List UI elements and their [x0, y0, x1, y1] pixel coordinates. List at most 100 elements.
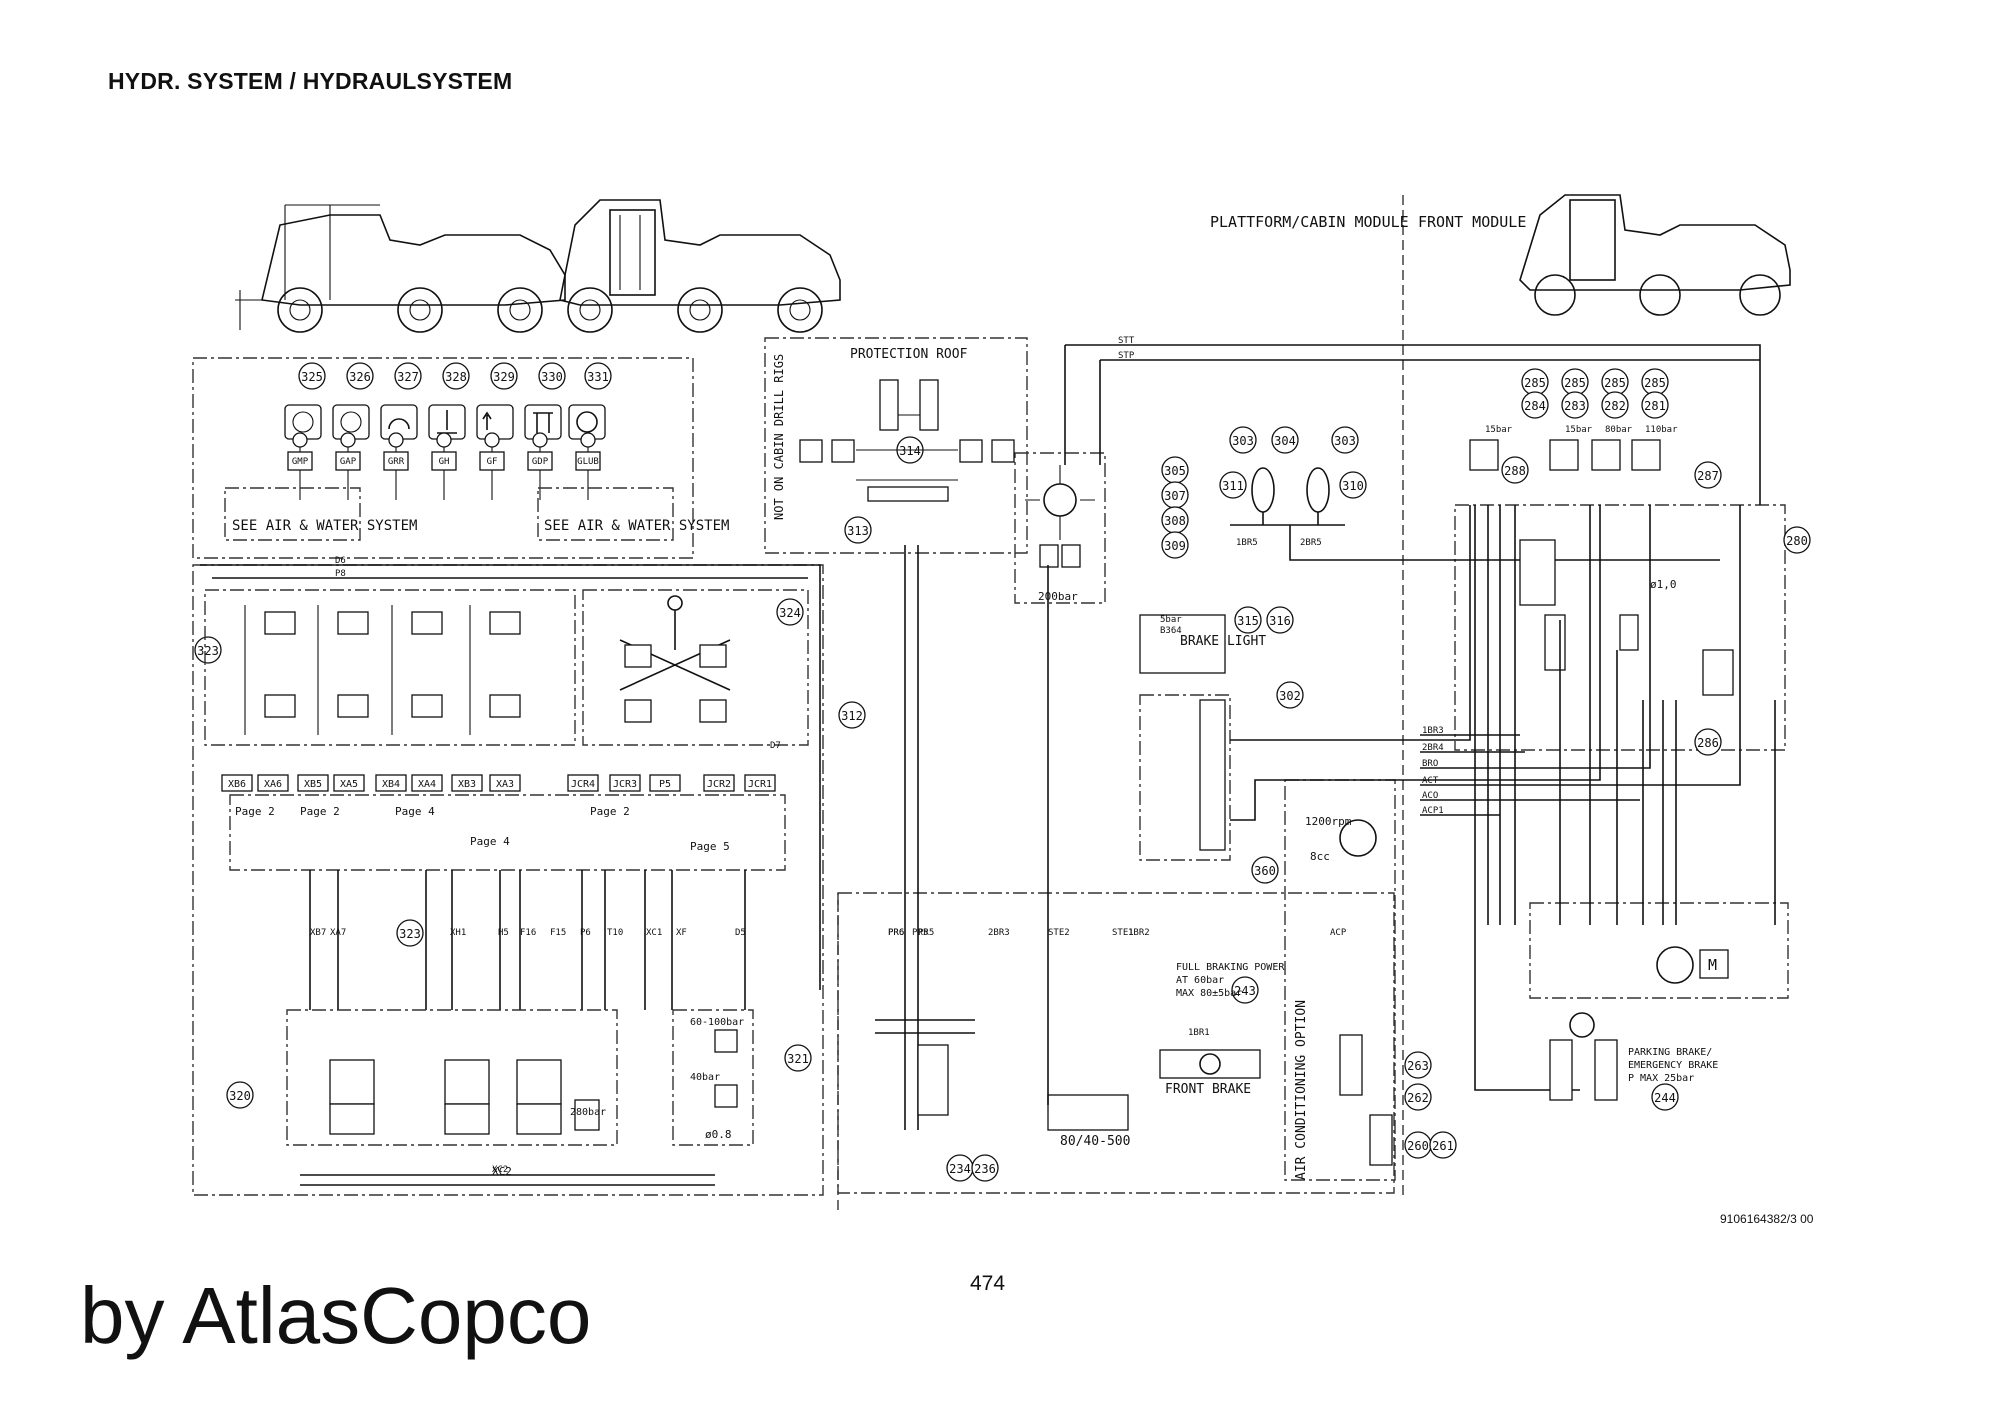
pump-360	[1339, 819, 1377, 857]
parking-brake-1: PARKING BRAKE/	[1628, 1047, 1712, 1058]
callout-text: 303	[1334, 434, 1356, 448]
callout-303: 303	[1229, 426, 1257, 454]
line-label-xf: XF	[676, 928, 687, 938]
callout-312: 312	[838, 701, 866, 729]
port-xa3: XA3	[489, 774, 521, 792]
port-label: JCR1	[748, 779, 772, 790]
callout-text: 312	[841, 709, 863, 723]
callout-text: 243	[1234, 984, 1256, 998]
cc-label: 8cc	[1310, 850, 1330, 863]
front-bus-lines	[1474, 505, 1776, 1091]
port-label: XA5	[340, 779, 358, 790]
callout-329: 329	[490, 362, 518, 390]
protection-roof-label: PROTECTION ROOF	[850, 347, 968, 362]
line-label-1br1: 1BR1	[1188, 1028, 1210, 1038]
pilot-valves	[244, 605, 521, 735]
port-label: JCR3	[613, 779, 637, 790]
callout-text: 285	[1564, 376, 1586, 390]
port-xa6: XA6	[257, 774, 289, 792]
callout-text: 324	[779, 606, 801, 620]
line-label-1br5: 1BR5	[1236, 538, 1258, 548]
port-p5: P5	[649, 774, 681, 792]
callout-313: 313	[844, 516, 872, 544]
port-jcr1: JCR1	[744, 774, 776, 792]
callout-321: 321	[784, 1044, 812, 1072]
line-label-aco: ACO	[1422, 791, 1438, 801]
full-braking-3: MAX 80±5bar	[1176, 988, 1242, 999]
air-conditioning-label: AIR CONDITIONING OPTION	[1294, 1000, 1309, 1180]
callout-text: 285	[1524, 376, 1546, 390]
port-glub: GLUB	[575, 432, 601, 500]
brake-valve-302-frame	[1139, 694, 1231, 861]
port-gmp: GMP	[287, 432, 313, 500]
port-label: XB4	[382, 779, 400, 790]
port-label: GAP	[340, 457, 357, 467]
callout-text: 325	[301, 370, 323, 384]
callout-text: 323	[197, 644, 219, 658]
callout-283: 283	[1561, 391, 1589, 419]
callout-text: 316	[1269, 614, 1291, 628]
line-label-bro: BRO	[1422, 759, 1438, 769]
callout-text: 323	[399, 927, 421, 941]
page-number: 474	[970, 1272, 1006, 1295]
callout-285: 285	[1561, 368, 1589, 396]
line-label-1br3: 1BR3	[1422, 726, 1444, 736]
port-label: XA3	[496, 779, 514, 790]
line-label-xc2: XC2	[492, 1165, 508, 1175]
callout-text: 287	[1697, 469, 1719, 483]
page-ref: Page 4	[395, 805, 435, 818]
vehicle-cabin-drawing	[559, 199, 841, 333]
callout-285: 285	[1521, 368, 1549, 396]
page-ref: Page 2	[235, 805, 275, 818]
callout-text: 262	[1407, 1091, 1429, 1105]
page-ref: Page 2	[300, 805, 340, 818]
pressure-switches	[1469, 439, 1661, 471]
air-water-box-2	[537, 487, 674, 541]
callout-262: 262	[1404, 1083, 1432, 1111]
callout-text: 283	[1564, 399, 1586, 413]
line-label-xh1: XH1	[450, 928, 466, 938]
line-label-p8: P8	[335, 569, 346, 579]
port-gf: GF	[479, 432, 505, 500]
callout-text: 284	[1524, 399, 1546, 413]
bar-280: 280bar	[570, 1107, 606, 1118]
line-pr5-pr6	[904, 545, 919, 1130]
callout-text: 308	[1164, 514, 1186, 528]
callout-281: 281	[1641, 391, 1669, 419]
callout-text: 244	[1654, 1091, 1676, 1105]
vehicle-open-drawing	[235, 204, 566, 333]
line-label-t10: T10	[607, 928, 623, 938]
callout-282: 282	[1601, 391, 1629, 419]
line-label-h5: H5	[498, 928, 509, 938]
port-label: GMP	[292, 457, 309, 467]
callout-316: 316	[1266, 606, 1294, 634]
full-braking-2: AT 60bar	[1176, 975, 1224, 986]
line-label-pr5: PR5	[912, 928, 928, 938]
line-label-f15: F15	[550, 928, 566, 938]
callout-285: 285	[1601, 368, 1629, 396]
callout-308: 308	[1161, 506, 1189, 534]
parking-brake-3: P MAX 25bar	[1628, 1073, 1694, 1084]
callout-284: 284	[1521, 391, 1549, 419]
main-vertical-lines	[309, 870, 746, 1010]
valve-305-frame	[1014, 452, 1106, 604]
callout-303: 303	[1331, 426, 1359, 454]
b364: B364	[1160, 626, 1182, 636]
callout-324: 324	[776, 598, 804, 626]
line-label-xa7: XA7	[330, 928, 346, 938]
port-label: GRR	[388, 457, 405, 467]
callout-327: 327	[394, 362, 422, 390]
port-label: XA4	[418, 779, 436, 790]
line-label-pr5: PR5	[918, 928, 934, 938]
callout-text: 360	[1254, 864, 1276, 878]
line-label-pr6: PR6	[888, 928, 904, 938]
line-label-ste1: STE1	[1112, 928, 1134, 938]
line-label-d6: D6	[335, 556, 346, 566]
callout-text: 331	[587, 370, 609, 384]
callout-text: 313	[847, 524, 869, 538]
front-page-ref-frame	[1529, 902, 1789, 999]
callout-text: 303	[1232, 434, 1254, 448]
line-xc2: XC2	[492, 1165, 512, 1178]
callout-text: 260	[1407, 1139, 1429, 1153]
